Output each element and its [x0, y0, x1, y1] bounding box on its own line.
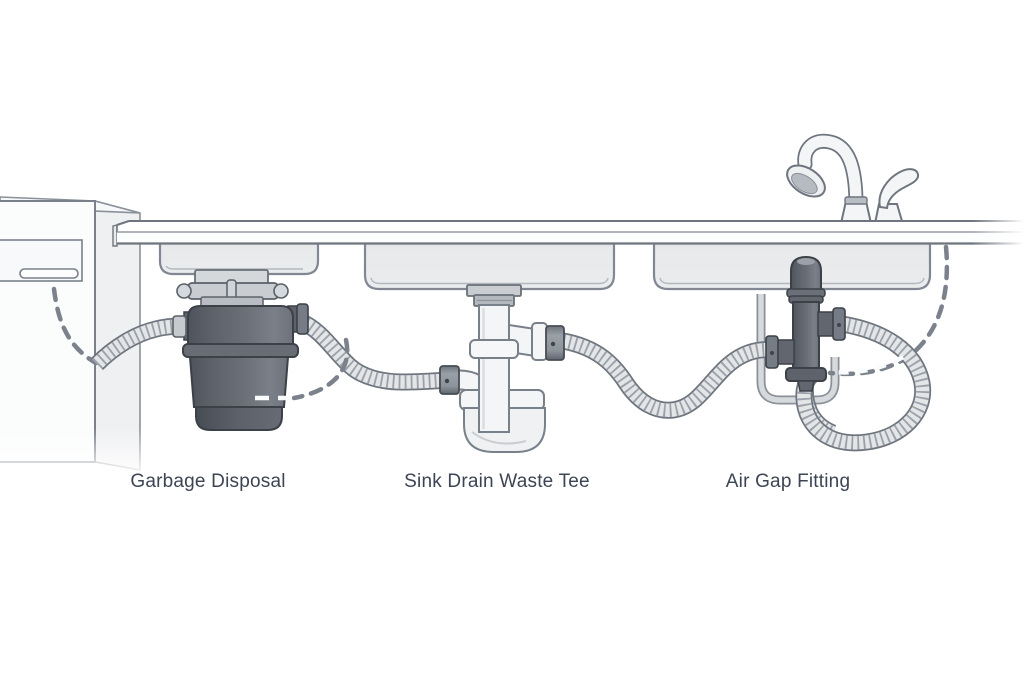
air-gap-bottom-flange [785, 367, 827, 382]
hose-couplings [172, 303, 846, 395]
dashed-hose-route-disposal [252, 337, 350, 401]
label-air-gap-fitting: Air Gap Fitting [725, 471, 851, 492]
middle-sink-basin [363, 239, 616, 291]
disposal-upper-body [187, 305, 294, 351]
faucet [786, 133, 920, 235]
disposal-band-clamp [182, 343, 299, 358]
countertop [112, 210, 1024, 252]
garbage-disposal-unit [176, 269, 305, 431]
dishwasher-handle [19, 268, 79, 279]
sink-drain-waste-tee-assembly [458, 284, 548, 453]
air-gap-cap [790, 255, 822, 292]
hose-tee-to-airgap [561, 332, 775, 419]
air-gap-unit [775, 255, 837, 392]
hose-airgap-loop [795, 315, 932, 452]
dashed-hose-route-dishwasher [51, 286, 99, 366]
disposal-left-coupling [172, 315, 187, 338]
disposal-right-port-ring [296, 303, 309, 335]
left-sink-basin [158, 240, 320, 276]
faucet-handle-lever [878, 168, 920, 210]
disposal-bottom-cap [195, 406, 283, 431]
drain-hoses [90, 313, 932, 452]
hose-disposal-to-trap [296, 313, 449, 391]
dashed-route-hose-crossing [831, 355, 905, 375]
dishwasher-cabinet [0, 196, 150, 478]
tee-coupling [545, 325, 565, 361]
disposal-lower-body [188, 356, 290, 408]
air-gap-body [792, 301, 820, 371]
label-garbage-disposal: Garbage Disposal [130, 471, 286, 492]
faucet-sprayer-head [786, 164, 826, 198]
label-sink-drain-waste-tee: Sink Drain Waste Tee [404, 471, 590, 492]
slip-nut [469, 339, 519, 359]
trap-left-coupling [439, 365, 460, 395]
